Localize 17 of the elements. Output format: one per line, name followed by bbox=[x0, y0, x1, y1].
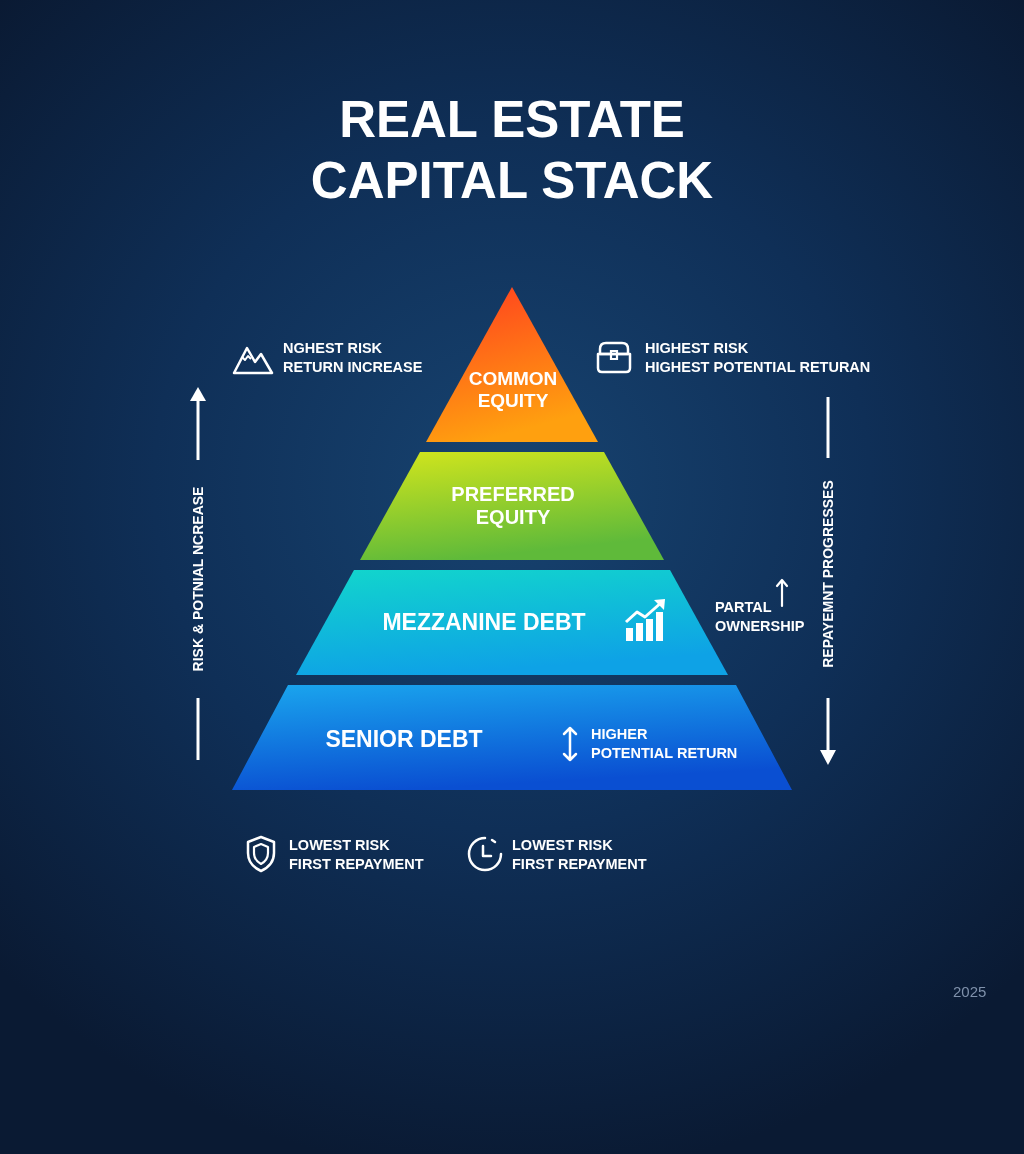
side-label: RISK & POTNIAL NCREASE bbox=[189, 486, 207, 672]
annotation: PARTAL OWNERSHIP bbox=[715, 598, 805, 636]
annotation: NGHEST RISK RETURN INCREASE bbox=[283, 339, 423, 377]
tier-note: HIGHER POTENTIAL RETURN bbox=[591, 725, 738, 763]
tier-label: SENIOR DEBT bbox=[325, 725, 483, 753]
annotation: LOWEST RISK FIRST REPAYMENT bbox=[289, 836, 424, 874]
year-label: 2025 bbox=[953, 983, 987, 1001]
title: REAL ESTATE CAPITAL STACK bbox=[310, 90, 714, 211]
tier-label: MEZZANINE DEBT bbox=[382, 608, 586, 636]
tier-label: PREFERRED EQUITY bbox=[451, 483, 575, 529]
annotation: LOWEST RISK FIRST REPAYMENT bbox=[512, 836, 647, 874]
pyramid-tier bbox=[232, 685, 792, 790]
side-label: REPAYEMNT PROGRESSES bbox=[819, 480, 837, 668]
pyramid-tier bbox=[360, 452, 664, 560]
pyramid-tier bbox=[426, 287, 598, 442]
annotation: HIGHEST RISK HIGHEST POTENTIAL RETURAN bbox=[645, 339, 871, 377]
tier-label: COMMON EQUITY bbox=[468, 368, 558, 412]
